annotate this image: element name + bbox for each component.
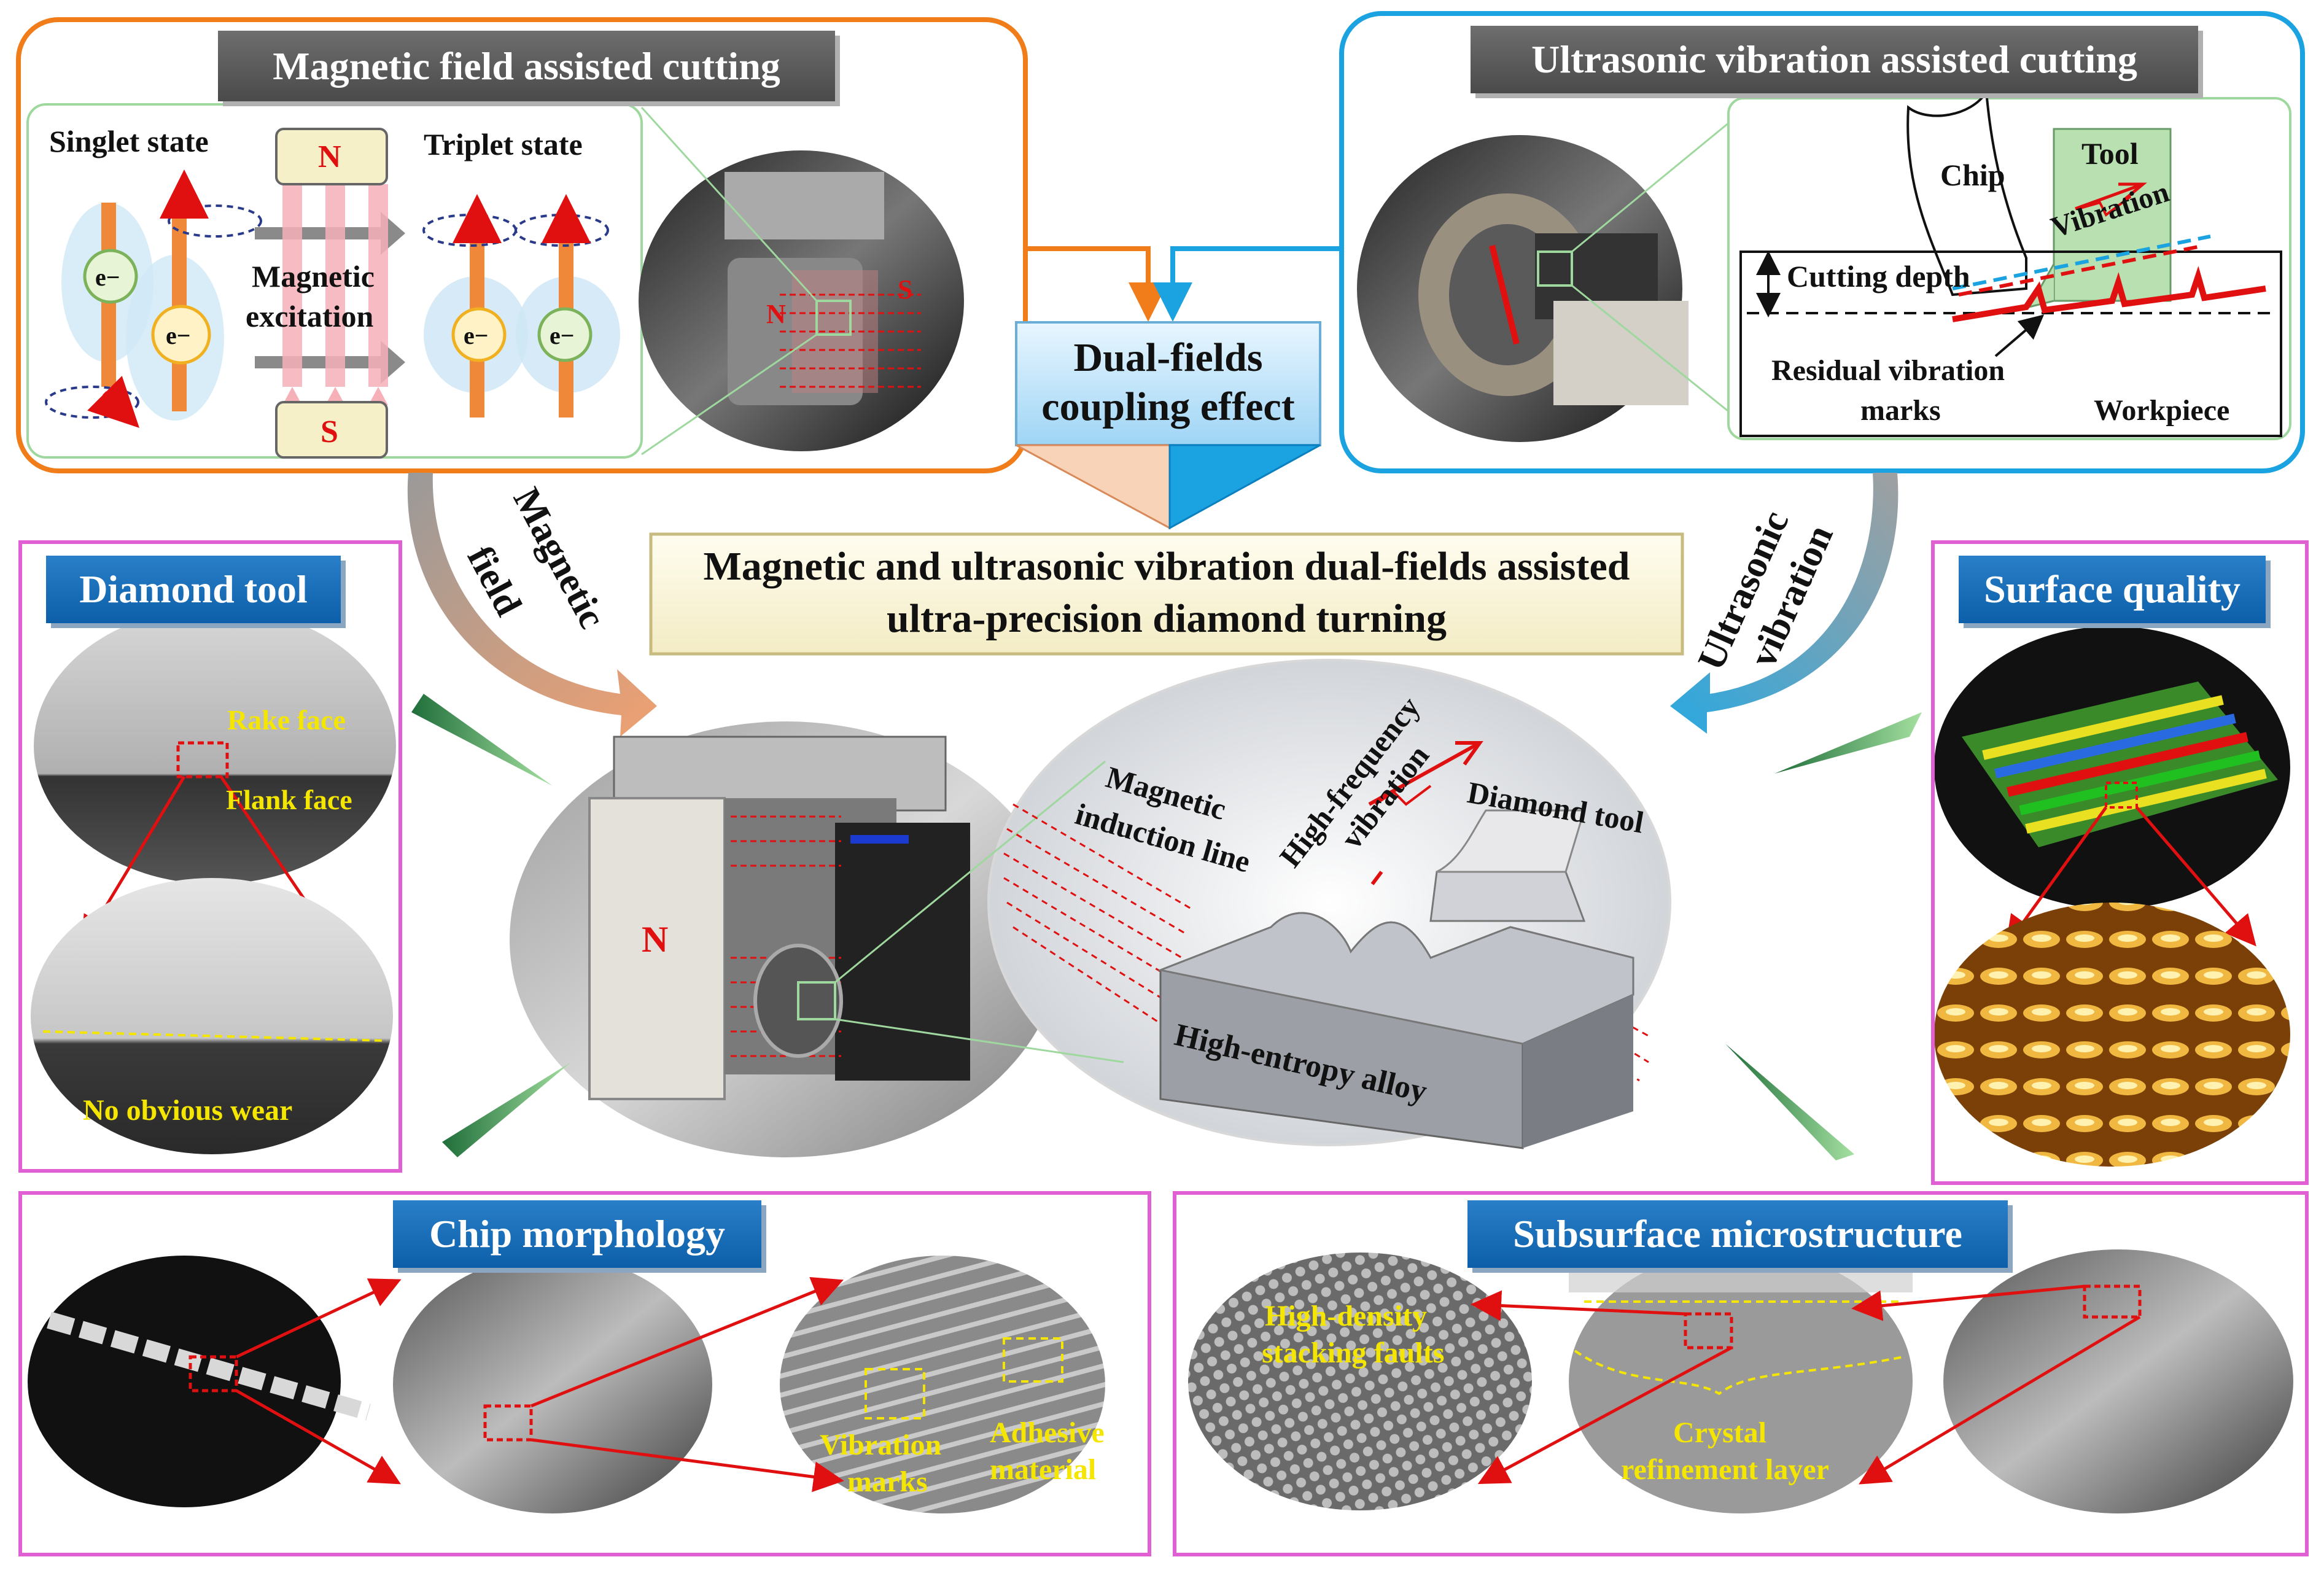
stacking-faults-label-1: High-density bbox=[1265, 1300, 1428, 1332]
electron-label: e− bbox=[166, 322, 191, 349]
subsurface-panel bbox=[1188, 1249, 2293, 1513]
pointer-cone bbox=[1774, 712, 1922, 774]
singlet-state-label: Singlet state bbox=[49, 124, 209, 158]
coupling-label-2: coupling effect bbox=[1041, 384, 1295, 429]
north-pole-label: N bbox=[318, 139, 341, 174]
orange-connector bbox=[1025, 246, 1168, 322]
chip-morphology-title: Chip morphology bbox=[393, 1200, 761, 1268]
center-north-label: N bbox=[642, 919, 669, 960]
chip-morphology-frame bbox=[18, 1191, 1151, 1556]
main-title-line2: ultra-precision diamond turning bbox=[887, 596, 1447, 641]
main-title-box bbox=[649, 532, 1684, 656]
pointer-cone bbox=[1725, 1044, 1854, 1160]
coupling-funnel-right bbox=[1168, 444, 1321, 530]
coupling-box bbox=[1015, 321, 1321, 446]
electron-label: e− bbox=[95, 263, 120, 291]
cutting-depth-label: Cutting depth bbox=[1787, 259, 1970, 293]
residual-label-2: marks bbox=[1860, 394, 1941, 427]
zoom-line bbox=[1571, 109, 1744, 253]
workpiece-label: Workpiece bbox=[2094, 394, 2230, 427]
surface-quality-frame bbox=[1931, 540, 2309, 1185]
ultrasonic-panel-title: Ultrasonic vibration assisted cutting bbox=[1471, 26, 2198, 93]
magnetic-field-arrow bbox=[407, 473, 657, 737]
adhesive-label-1: Adhesive bbox=[990, 1416, 1105, 1449]
electron-label: e− bbox=[464, 322, 489, 349]
device-south-label: S bbox=[898, 274, 913, 305]
vibration-marks-label-2: marks bbox=[847, 1466, 928, 1498]
cyan-connector bbox=[1153, 246, 1342, 322]
device-north-label: N bbox=[766, 299, 786, 329]
diamond-tool-frame bbox=[18, 540, 402, 1173]
diamond-tool-title: Diamond tool bbox=[46, 556, 341, 623]
zoom-line bbox=[834, 760, 1106, 984]
ultrasonic-device-body bbox=[1418, 193, 1689, 405]
flank-face-label: Flank face bbox=[226, 784, 352, 815]
magnet-s-box bbox=[275, 401, 388, 459]
crystal-layer-label-1: Crystal bbox=[1673, 1416, 1766, 1449]
center-device-body bbox=[588, 736, 970, 1100]
pointer-cone bbox=[411, 694, 553, 786]
stacking-faults-label-2: stacking faults bbox=[1262, 1337, 1445, 1369]
zoom-line bbox=[1571, 284, 1744, 425]
rake-face-label: Rake face bbox=[227, 704, 346, 736]
excitation-arrows bbox=[255, 184, 405, 405]
zoom-line bbox=[834, 1018, 1124, 1063]
south-pole-label: S bbox=[321, 414, 338, 449]
cutting-schematic bbox=[1739, 88, 2282, 437]
coupling-funnel-left bbox=[1016, 444, 1171, 530]
magnetic-panel-title: Magnetic field assisted cutting bbox=[218, 31, 835, 101]
zoom-line bbox=[641, 333, 817, 456]
pointer-cone bbox=[442, 1062, 571, 1157]
chip-label: Chip bbox=[1940, 158, 2005, 192]
excitation-label-1: Magnetic bbox=[252, 259, 375, 293]
surface-quality-title: Surface quality bbox=[1959, 556, 2266, 623]
main-title-line1: Magnetic and ultrasonic vibration dual-f… bbox=[703, 544, 1630, 589]
surface-quality-panel bbox=[1934, 626, 2290, 1167]
triplet-state-label: Triplet state bbox=[424, 127, 583, 161]
chip-morphology-panel bbox=[28, 1256, 1105, 1513]
ultrasonic-vibration-arrow bbox=[1670, 473, 1898, 734]
singlet-electrons bbox=[45, 169, 262, 428]
subsurface-frame bbox=[1173, 1191, 2309, 1556]
residual-label-1: Residual vibration bbox=[1771, 354, 2005, 387]
no-wear-label: No obvious wear bbox=[83, 1094, 293, 1127]
electron-label: e− bbox=[550, 322, 575, 349]
alloy-block bbox=[1157, 741, 1634, 1149]
magnet-n-box bbox=[275, 128, 388, 185]
zoom-line bbox=[640, 106, 818, 302]
subsurface-title: Subsurface microstructure bbox=[1467, 1200, 2008, 1268]
coupling-label-1: Dual-fields bbox=[1073, 335, 1263, 380]
triplet-electrons bbox=[422, 194, 620, 418]
diamond-tool-panel bbox=[31, 608, 396, 1154]
tool-label: Tool bbox=[2081, 136, 2139, 171]
vibration-marks-label-1: Vibration bbox=[820, 1429, 942, 1461]
excitation-label-2: excitation bbox=[246, 299, 374, 333]
crystal-layer-label-2: refinement layer bbox=[1621, 1453, 1829, 1486]
magnetic-device-body bbox=[725, 172, 921, 405]
adhesive-label-2: material bbox=[990, 1453, 1097, 1486]
